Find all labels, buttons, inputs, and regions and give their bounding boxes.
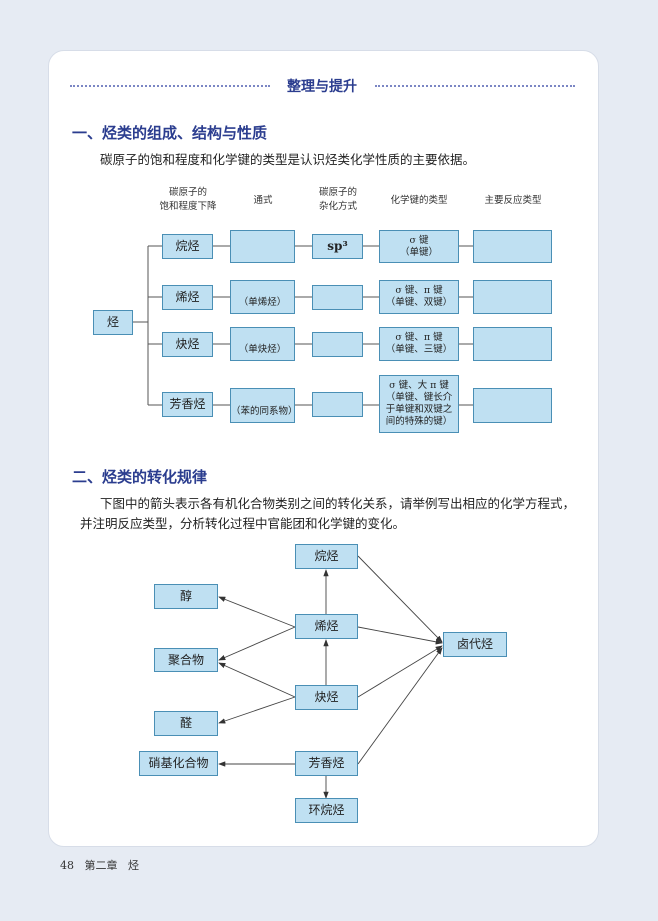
row-aromatic-bond: σ 键、大 π 键 （单键、键长介 于单键和双键之 间的特殊的键） [379, 375, 459, 433]
node-alkene: 烯烃 [295, 614, 358, 639]
chapter-label: 第二章 [84, 859, 118, 872]
alkyne-formula-note: （单炔烃） [238, 344, 287, 355]
node-alkyne: 炔烃 [295, 685, 358, 710]
node-haloalkane: 卤代烃 [443, 632, 507, 657]
header-title: 整理与提升 [276, 76, 368, 96]
col-header-saturation: 碳原子的 饱和程度下降 [159, 187, 217, 212]
row-aromatic-reaction[interactable] [473, 388, 552, 423]
row-aromatic-formula[interactable]: （苯的同系物） [230, 388, 298, 423]
row-aromatic-name: 芳香烃 [162, 392, 213, 417]
row-alkane-hybrid: sp³ [312, 234, 363, 259]
col-header-formula: 通式 [253, 195, 273, 206]
row-alkane-reaction[interactable] [473, 230, 552, 263]
section1-heading: 一、烃类的组成、结构与性质 [72, 124, 268, 142]
row-alkene-hybrid[interactable] [312, 285, 363, 310]
page-number: 48 [60, 859, 74, 872]
node-alcohol: 醇 [154, 584, 218, 609]
node-polymer: 聚合物 [154, 648, 218, 672]
row-aromatic-hybrid[interactable] [312, 392, 363, 417]
col-header-bond: 化学键的类型 [390, 195, 448, 206]
section2-intro: 下图中的箭头表示各有机化合物类别之间的转化关系，请举例写出相应的化学方程式，并注… [80, 496, 576, 531]
col-header-reaction: 主要反应类型 [484, 195, 542, 206]
row-alkyne-name: 炔烃 [162, 332, 213, 357]
row-alkyne-reaction[interactable] [473, 327, 552, 361]
node-alkane: 烷烃 [295, 544, 358, 569]
page-panel [48, 50, 599, 847]
row-alkane-name: 烷烃 [162, 234, 213, 259]
col-header-hybrid: 碳原子的 杂化方式 [318, 187, 357, 212]
node-cycloalkane: 环烷烃 [295, 798, 358, 823]
section1-intro: 碳原子的饱和程度和化学键的类型是认识烃类化学性质的主要依据。 [100, 152, 476, 167]
row-alkene-formula[interactable]: （单烯烃） [230, 280, 295, 314]
page-footer: 48 第二章 烃 [60, 857, 139, 873]
node-aromatic: 芳香烃 [295, 751, 358, 776]
row-alkene-bond: σ 键、π 键 （单键、双键） [379, 280, 459, 314]
alkene-formula-note: （单烯烃） [238, 297, 287, 308]
row-alkene-reaction[interactable] [473, 280, 552, 314]
node-aldehyde: 醛 [154, 711, 218, 736]
aromatic-formula-note: （苯的同系物） [231, 406, 298, 417]
row-alkyne-bond: σ 键、π 键 （单键、三键） [379, 327, 459, 361]
row-alkane-bond: σ 键 （单键） [379, 230, 459, 263]
row-alkane-formula[interactable] [230, 230, 295, 263]
section2-heading: 二、烃类的转化规律 [72, 468, 208, 486]
section-header: 整理与提升 [70, 76, 575, 96]
node-nitro-compound: 硝基化合物 [139, 751, 218, 776]
root-hydrocarbon-box: 烃 [93, 310, 133, 335]
row-alkyne-hybrid[interactable] [312, 332, 363, 357]
chapter-title: 烃 [128, 859, 139, 872]
row-alkyne-formula[interactable]: （单炔烃） [230, 327, 295, 361]
row-alkene-name: 烯烃 [162, 285, 213, 310]
